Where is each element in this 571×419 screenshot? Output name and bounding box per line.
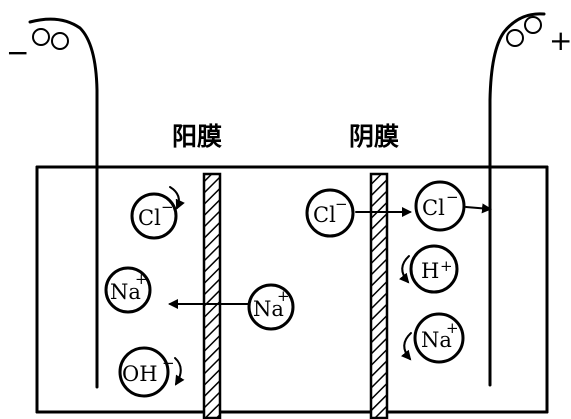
curl-arrow-cl-left — [169, 186, 185, 210]
anion-membrane-label: 阳膜 — [172, 122, 222, 151]
svg-text:+: + — [446, 319, 459, 337]
ion-na-middle: Na + — [247, 283, 295, 331]
svg-text:−: − — [161, 198, 174, 216]
svg-text:−: − — [446, 188, 459, 206]
ion-cl-middle: Cl − — [305, 188, 355, 238]
cation-membrane — [369, 172, 389, 419]
svg-text:−: − — [162, 354, 175, 372]
svg-text:Na: Na — [253, 297, 284, 321]
cl-to-anode-arrow — [465, 203, 492, 214]
curl-arrow-na-right — [400, 332, 412, 361]
svg-text:Cl: Cl — [422, 196, 445, 220]
positive-electrode: + — [488, 12, 571, 387]
negative-electrode: − — [6, 17, 99, 389]
electrolysis-tank — [35, 165, 549, 414]
svg-text:−: − — [335, 195, 348, 213]
curl-arrow-oh-left — [174, 357, 185, 386]
ion-cl-right: Cl − — [414, 180, 466, 232]
svg-text:Cl: Cl — [313, 203, 336, 227]
ion-na-left: Na + — [104, 266, 152, 314]
svg-text:Na: Na — [110, 280, 141, 304]
svg-text:+: + — [135, 270, 148, 288]
ion-h-right: H + — [409, 244, 459, 294]
svg-text:H: H — [421, 259, 439, 283]
svg-text:Cl: Cl — [138, 206, 161, 230]
svg-text:OH: OH — [122, 362, 158, 386]
positive-pole-sign: + — [549, 24, 571, 57]
ion-na-right: Na + — [413, 312, 465, 364]
cation-membrane-label: 阴膜 — [349, 122, 399, 151]
svg-text:Na: Na — [421, 328, 452, 352]
curl-arrow-h-right — [398, 255, 410, 284]
svg-text:+: + — [277, 287, 290, 305]
anion-membrane — [202, 172, 222, 419]
ion-oh-left: OH − — [118, 346, 175, 398]
svg-text:+: + — [440, 257, 453, 275]
negative-pole-sign: − — [6, 36, 29, 69]
ion-cl-left: Cl − — [130, 192, 178, 240]
